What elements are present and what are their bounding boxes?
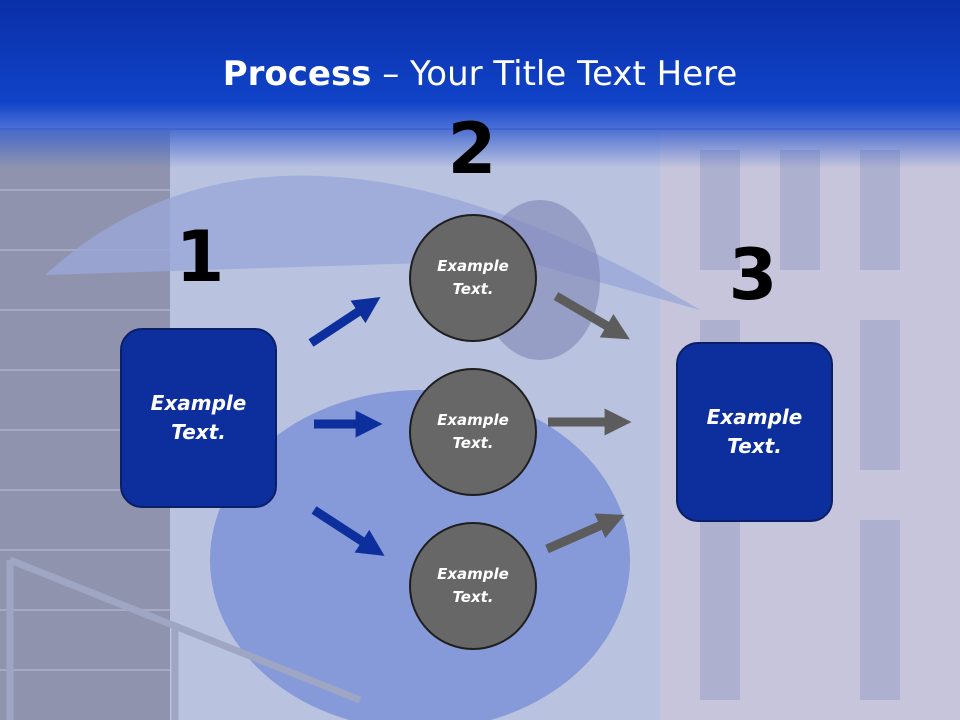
process-circle-top: Example Text. (409, 214, 537, 342)
slide-title: Process – Your Title Text Here (0, 52, 960, 96)
arrow-left-to-top (308, 297, 381, 347)
title-rest: – Your Title Text Here (371, 54, 738, 94)
circle-bottom-text: Example Text. (437, 565, 509, 606)
process-box-right: Example Text. (676, 342, 833, 522)
process-circle-bottom: Example Text. (409, 522, 537, 650)
process-circle-middle: Example Text. (409, 368, 537, 496)
step-number-2: 2 (447, 108, 497, 190)
circle-middle-text: Example Text. (437, 411, 509, 452)
step-number-1: 1 (175, 216, 225, 298)
box-right-text: Example Text. (706, 405, 803, 458)
arrow-bottom-to-right (545, 513, 625, 554)
box-left-text: Example Text. (150, 391, 247, 444)
process-box-left: Example Text. (120, 328, 277, 508)
title-bold: Process (222, 54, 372, 94)
step-number-3: 3 (728, 234, 778, 316)
arrow-top-to-right (553, 292, 630, 340)
arrow-left-to-bottom (311, 506, 385, 556)
circle-top-text: Example Text. (437, 257, 509, 298)
